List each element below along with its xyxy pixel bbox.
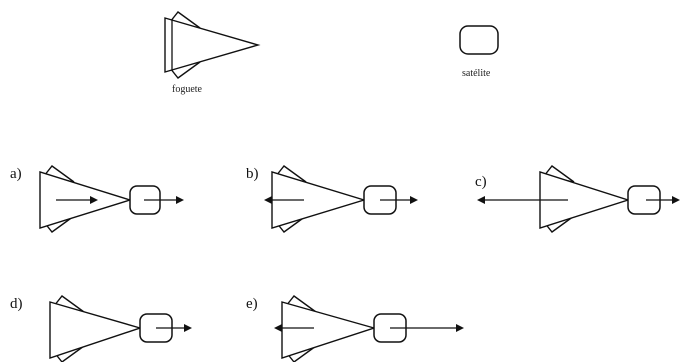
rocket-arrowhead xyxy=(264,196,272,204)
option-e-drawing xyxy=(274,295,464,362)
rocket-body xyxy=(281,301,377,359)
rocket-arrowhead xyxy=(477,196,485,204)
rocket-arrowhead xyxy=(90,196,98,204)
satellite-arrowhead xyxy=(672,196,680,204)
legend-satellite xyxy=(459,25,499,55)
option-b-label: b) xyxy=(246,166,259,182)
satellite-arrowhead xyxy=(456,324,464,332)
legend-rocket xyxy=(164,11,261,79)
satellite-caption: satélite xyxy=(462,68,491,79)
rocket-arrowhead xyxy=(274,324,282,332)
satellite-arrowhead xyxy=(184,324,192,332)
rocket-caption: foguete xyxy=(172,84,203,95)
option-a-drawing xyxy=(39,165,184,233)
option-d-drawing xyxy=(49,295,192,362)
satellite-arrowhead xyxy=(410,196,418,204)
option-c-label: c) xyxy=(475,174,487,190)
option-c-drawing xyxy=(477,165,680,233)
rocket-body xyxy=(49,301,143,359)
satellite-arrowhead xyxy=(176,196,184,204)
satellite-box xyxy=(459,25,499,55)
option-b-drawing xyxy=(264,165,418,233)
option-a-label: a) xyxy=(10,166,22,182)
rocket-body xyxy=(164,17,261,73)
option-e-label: e) xyxy=(246,296,258,312)
option-d-label: d) xyxy=(10,296,23,312)
